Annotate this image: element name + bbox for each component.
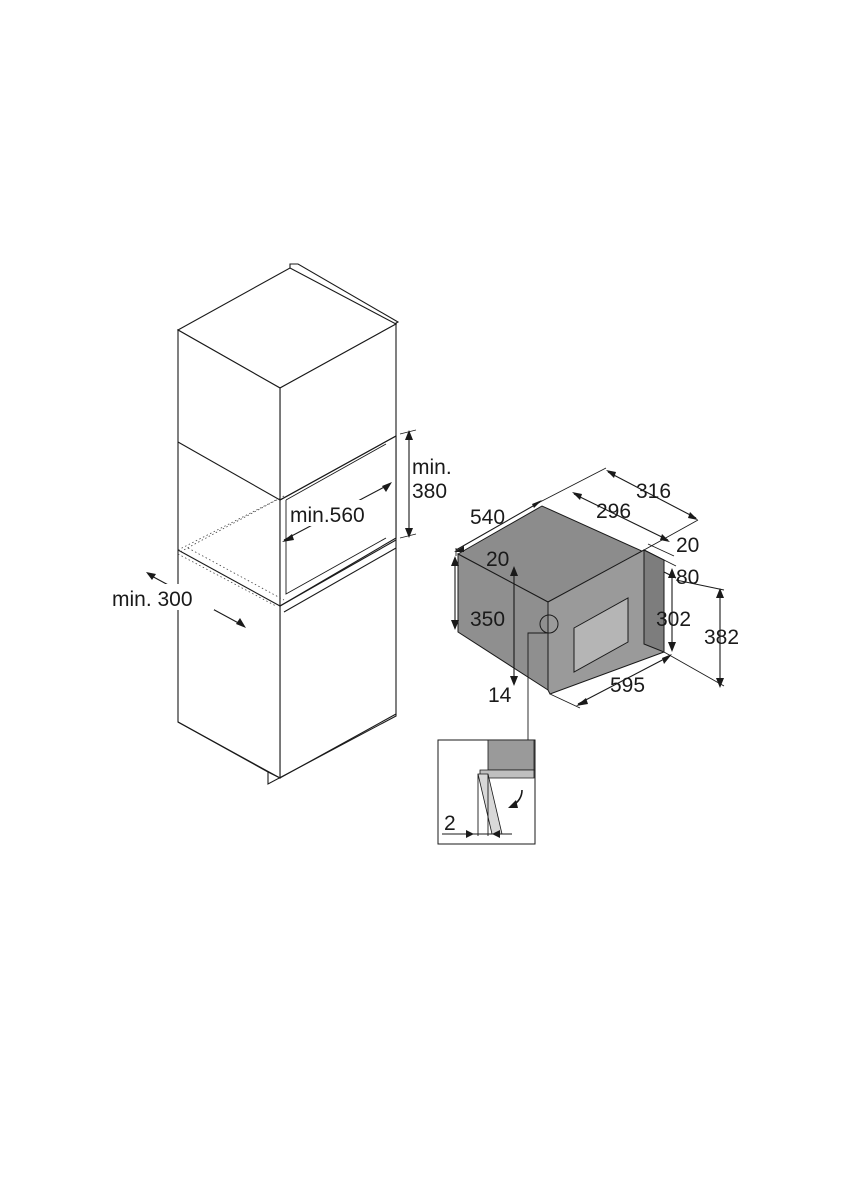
label-niche-width: min.560 [290, 504, 365, 527]
label-350: 350 [470, 608, 505, 631]
label-20-top: 20 [486, 548, 509, 571]
label-cabinet-depth: min. 300 [112, 588, 193, 611]
appliance [456, 505, 665, 695]
label-80: 80 [676, 566, 699, 589]
label-316: 316 [636, 480, 671, 503]
dim-left-heights: 20 350 14 [451, 548, 518, 707]
label-595: 595 [610, 674, 645, 697]
label-niche-height: min.380 [412, 456, 452, 503]
door-window [573, 597, 629, 673]
dim-niche-width: min.560 [282, 482, 392, 542]
label-382: 382 [704, 626, 739, 649]
dim-595: 595 [549, 654, 672, 709]
label-2: 2 [444, 812, 456, 835]
dim-right-heights: 302 382 [656, 568, 739, 688]
label-14: 14 [488, 684, 512, 707]
label-20-front: 20 [676, 534, 699, 557]
dim-540: 540 [454, 500, 542, 556]
dim-niche-height: min.380 [399, 429, 452, 539]
label-302: 302 [656, 608, 691, 631]
detail-inset: 2 [437, 739, 536, 845]
label-540: 540 [470, 506, 505, 529]
dim-cabinet-depth: min. 300 [110, 572, 246, 628]
dim-top-right: 296 316 20 80 [539, 467, 699, 589]
label-296: 296 [596, 500, 631, 523]
